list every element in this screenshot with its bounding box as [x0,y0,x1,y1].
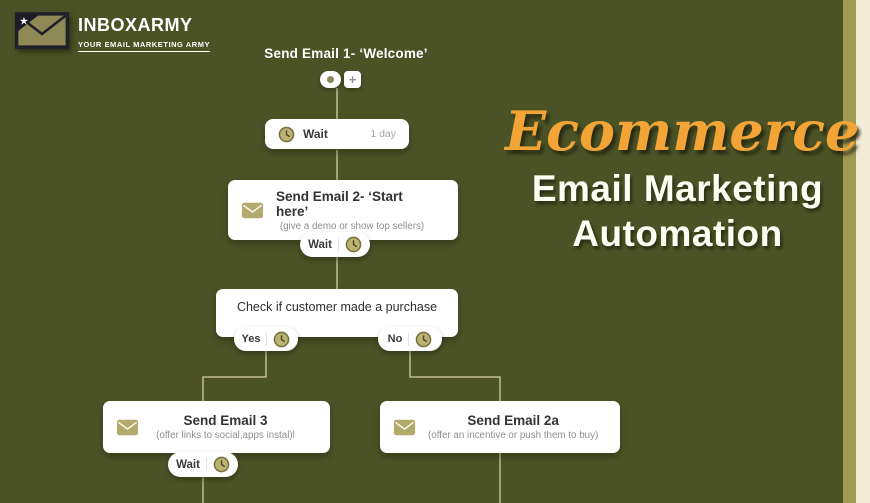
logo-tagline: YOUR EMAIL MARKETING ARMY [78,40,211,52]
email-step-3-title: Send Email 3 [183,413,268,428]
no-branch[interactable]: No [378,327,442,351]
inboxarmy-logo: ★ INBOXARMY YOUR EMAIL MARKETING ARMY [14,11,211,52]
decision-label: Check if customer made a purchase [236,300,438,314]
envelope-icon [103,419,151,436]
yes-branch[interactable]: Yes [234,327,298,351]
start-dot [327,76,334,83]
clock-icon [213,456,230,473]
yes-label: Yes [241,333,261,345]
flow-start-node: + [320,71,361,88]
envelope-icon [228,202,276,219]
clock-icon [278,126,295,142]
wait-duration: 1 day [370,128,396,140]
headline-email-marketing: Email Marketing [531,167,824,209]
email-step-3[interactable]: Send Email 3 (offer links to social,apps… [103,401,330,453]
wait-step-2[interactable]: Wait [300,232,370,257]
add-step-button[interactable]: + [344,71,361,88]
wait-step-1[interactable]: Wait 1 day [265,119,409,149]
email-step-2-title: Send Email 2- ‘Start here’ [276,188,403,219]
envelope-icon [380,419,428,436]
wait-step-3[interactable]: Wait [168,452,238,477]
wait-label: Wait [176,458,200,471]
logo-star-icon: ★ [19,15,29,27]
wait-label: Wait [308,238,332,251]
email-step-2a-texts: Send Email 2a (offer an incentive or pus… [428,413,628,441]
pill-divider [408,332,410,346]
email-step-3-subtitle: (offer links to social,apps instal)l [156,430,295,441]
headline-automation: Automation [572,212,783,254]
no-label: No [387,333,403,345]
email-step-2-subtitle: (give a demo or show top sellers) [279,220,425,232]
pill-divider [266,332,268,346]
clock-icon [345,236,362,253]
headline-block: Ecommerce Email Marketing Automation [505,99,860,256]
logo-text: INBOXARMY YOUR EMAIL MARKETING ARMY [78,15,211,52]
email-step-2a-title: Send Email 2a [467,413,559,428]
logo-wordmark: INBOXARMY [78,15,193,35]
flow-title: Send Email 1- ‘Welcome’ [264,46,428,61]
pill-divider [205,458,207,471]
start-dot-node[interactable] [320,71,341,88]
email-step-3-texts: Send Email 3 (offer links to social,apps… [151,413,330,441]
wait-label: Wait [303,127,328,141]
clock-icon [274,331,290,347]
clock-icon [416,331,432,347]
email-step-2a-subtitle: (offer an incentive or push them to buy) [428,430,599,441]
pill-divider [337,238,339,251]
headline-ecommerce: Ecommerce [505,99,860,163]
email-step-2[interactable]: Send Email 2- ‘Start here’ (give a demo … [228,180,458,240]
logo-envelope-icon: ★ [14,12,70,49]
email-step-2a[interactable]: Send Email 2a (offer an incentive or pus… [380,401,620,453]
email-step-2-texts: Send Email 2- ‘Start here’ (give a demo … [276,189,458,232]
right-cream-stripe [856,0,870,503]
right-gold-stripe [843,0,856,503]
